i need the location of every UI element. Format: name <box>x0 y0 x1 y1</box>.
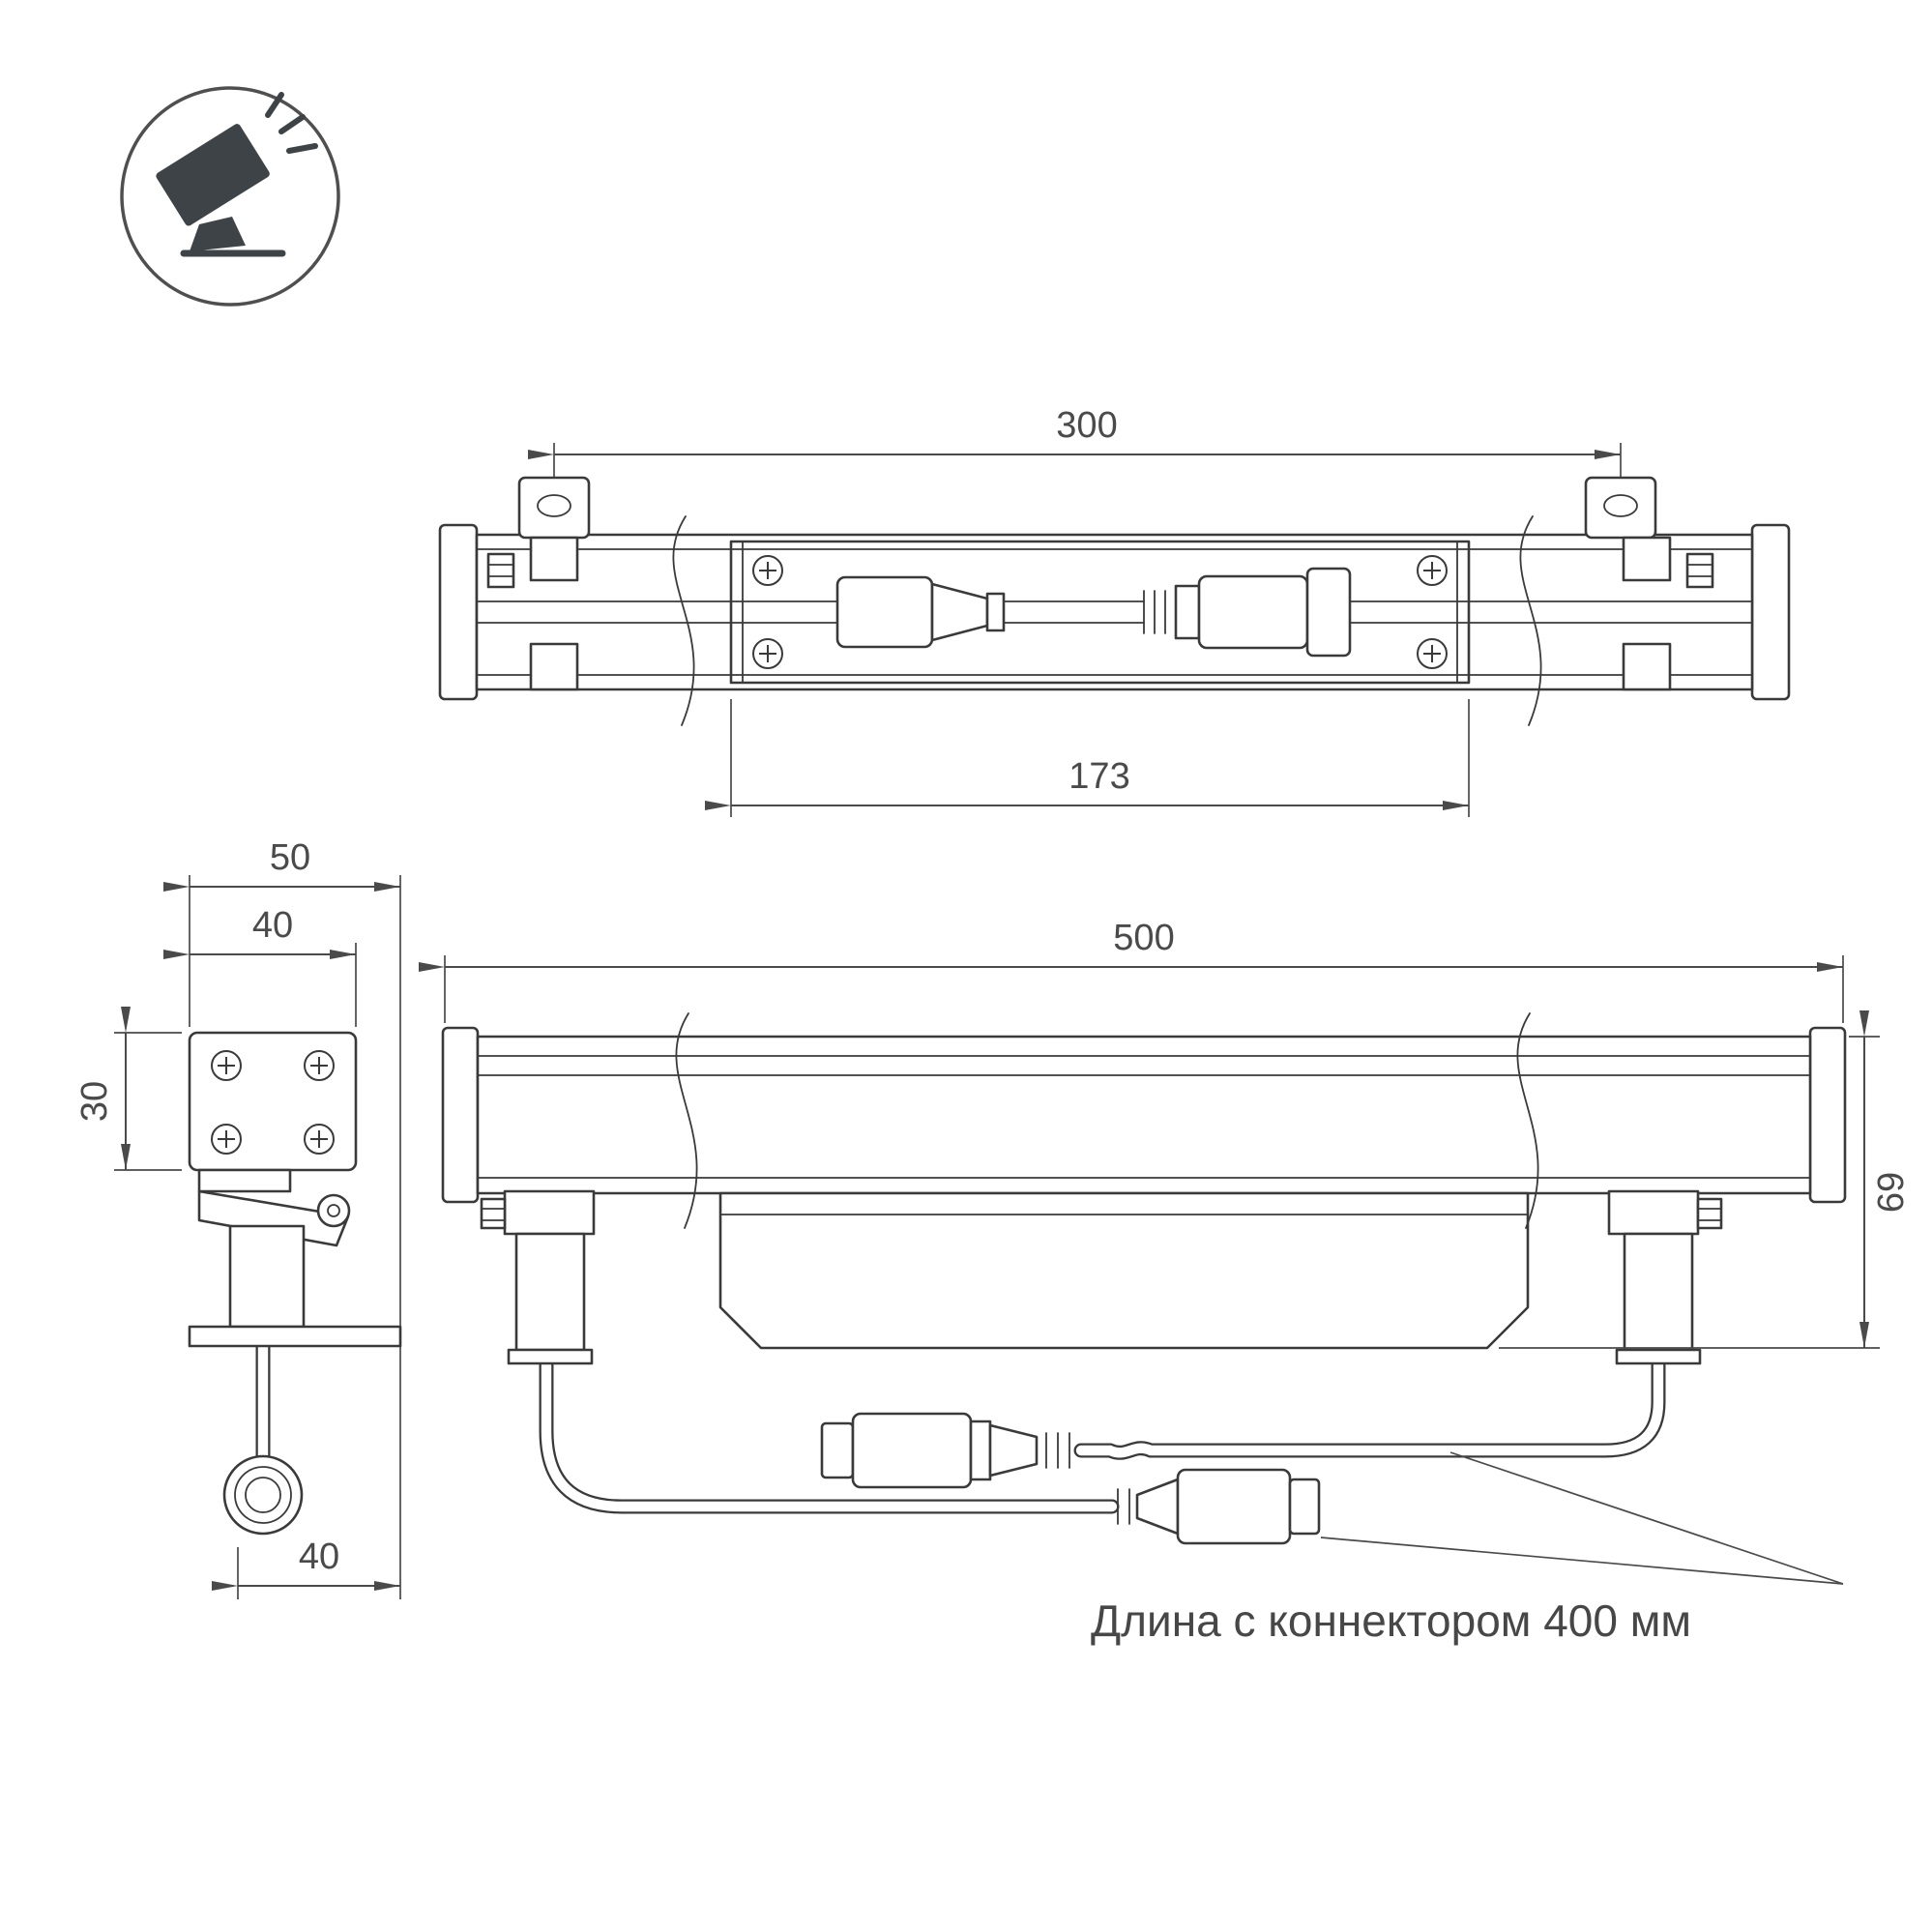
leader-line <box>1449 1451 1844 1585</box>
cable-length-note: Длина с коннектором 400 мм <box>1091 1595 1691 1646</box>
driver-housing <box>718 1191 1530 1350</box>
mount-bracket-left-top-view <box>486 476 591 691</box>
cable-end-connector <box>1117 1468 1321 1545</box>
leader-line <box>1320 1537 1844 1585</box>
connector-end-view <box>222 1454 304 1536</box>
side-view: 50 40 30 <box>74 837 402 1599</box>
break-line <box>675 1012 698 1229</box>
dim-label-40-top: 40 <box>252 905 293 946</box>
connector-cable <box>1073 1358 1666 1460</box>
dim-label-50: 50 <box>270 837 310 878</box>
connector-pair-front-view <box>820 1412 1070 1489</box>
mount-bracket-right-top-view <box>1584 476 1714 691</box>
base-plate <box>188 1325 402 1348</box>
dim-label-30: 30 <box>74 1081 115 1122</box>
break-line <box>1516 1012 1539 1229</box>
top-view: 300 <box>438 405 1791 817</box>
break-line <box>1519 515 1542 726</box>
break-line <box>672 515 695 726</box>
dim-label-69: 69 <box>1871 1172 1912 1213</box>
mount-bracket-left-front-view <box>480 1189 596 1365</box>
floodlight-icon <box>120 86 340 307</box>
dim-label-500: 500 <box>1113 918 1174 958</box>
dim-label-40-bottom: 40 <box>299 1537 339 1577</box>
mount-bracket-right-front-view <box>1607 1189 1723 1365</box>
dim-label-300: 300 <box>1056 405 1117 446</box>
front-view: 500 <box>419 918 1912 1585</box>
dim-label-173: 173 <box>1068 756 1129 797</box>
connector-pair-top-view <box>835 567 1352 658</box>
bracket-side-view <box>197 1168 351 1329</box>
